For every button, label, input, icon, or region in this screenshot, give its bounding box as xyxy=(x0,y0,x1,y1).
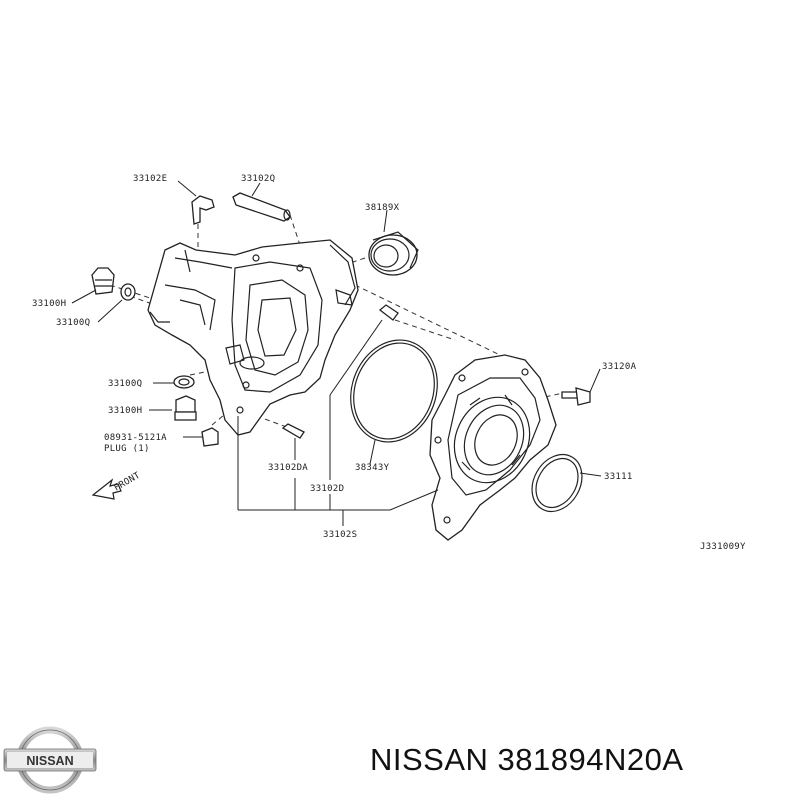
oil-seal-38189X xyxy=(368,231,419,276)
label-33102E: 33102E xyxy=(133,174,167,184)
bolt-33120A xyxy=(561,387,591,406)
label-33111: 33111 xyxy=(604,472,633,482)
nissan-logo: NISSAN xyxy=(3,726,97,794)
label-33102DA: 33102DA xyxy=(268,463,308,473)
hose-33102Q xyxy=(232,192,291,222)
label-33100Q-top: 33100Q xyxy=(56,318,90,328)
front-arrow xyxy=(91,478,122,500)
transfer-housing xyxy=(147,239,359,436)
label-33102S: 33102S xyxy=(323,530,357,540)
label-front: FRONT xyxy=(113,471,143,494)
label-38189X: 38189X xyxy=(365,203,400,213)
seal-33111 xyxy=(531,453,583,513)
rear-cover xyxy=(429,354,557,541)
dowel-pin-33102DA xyxy=(281,423,305,439)
o-ring-38343Y xyxy=(350,339,438,443)
diagram-reference-code: J331009Y xyxy=(700,542,746,552)
part-number-caption: NISSAN 381894N20A xyxy=(370,742,684,777)
label-38343Y: 38343Y xyxy=(355,463,390,473)
label-08931-5121A: 08931-5121A xyxy=(104,433,167,443)
plug-33100H-top xyxy=(91,267,115,295)
hose-33102E xyxy=(191,195,215,225)
gasket-33100Q-top xyxy=(120,283,136,301)
label-33102D: 33102D xyxy=(310,484,344,494)
leader-lines xyxy=(71,180,602,526)
dowel-pin-33102D xyxy=(378,304,399,321)
label-33100H-top: 33100H xyxy=(32,299,66,309)
label-33120A: 33120A xyxy=(602,362,637,372)
plug-08931-5121A xyxy=(201,427,219,447)
label-33100Q-mid: 33100Q xyxy=(108,379,142,389)
logo-wordmark: NISSAN xyxy=(26,754,73,768)
callout-labels: 33102E 33102Q 38189X 33100H 33100Q 33120… xyxy=(32,174,746,552)
plug-33100H-mid xyxy=(174,395,197,421)
gasket-33100Q-mid xyxy=(173,375,195,389)
label-plug: PLUG (1) xyxy=(104,444,150,454)
label-33100H-mid: 33100H xyxy=(108,406,142,416)
label-33102Q: 33102Q xyxy=(241,174,275,184)
